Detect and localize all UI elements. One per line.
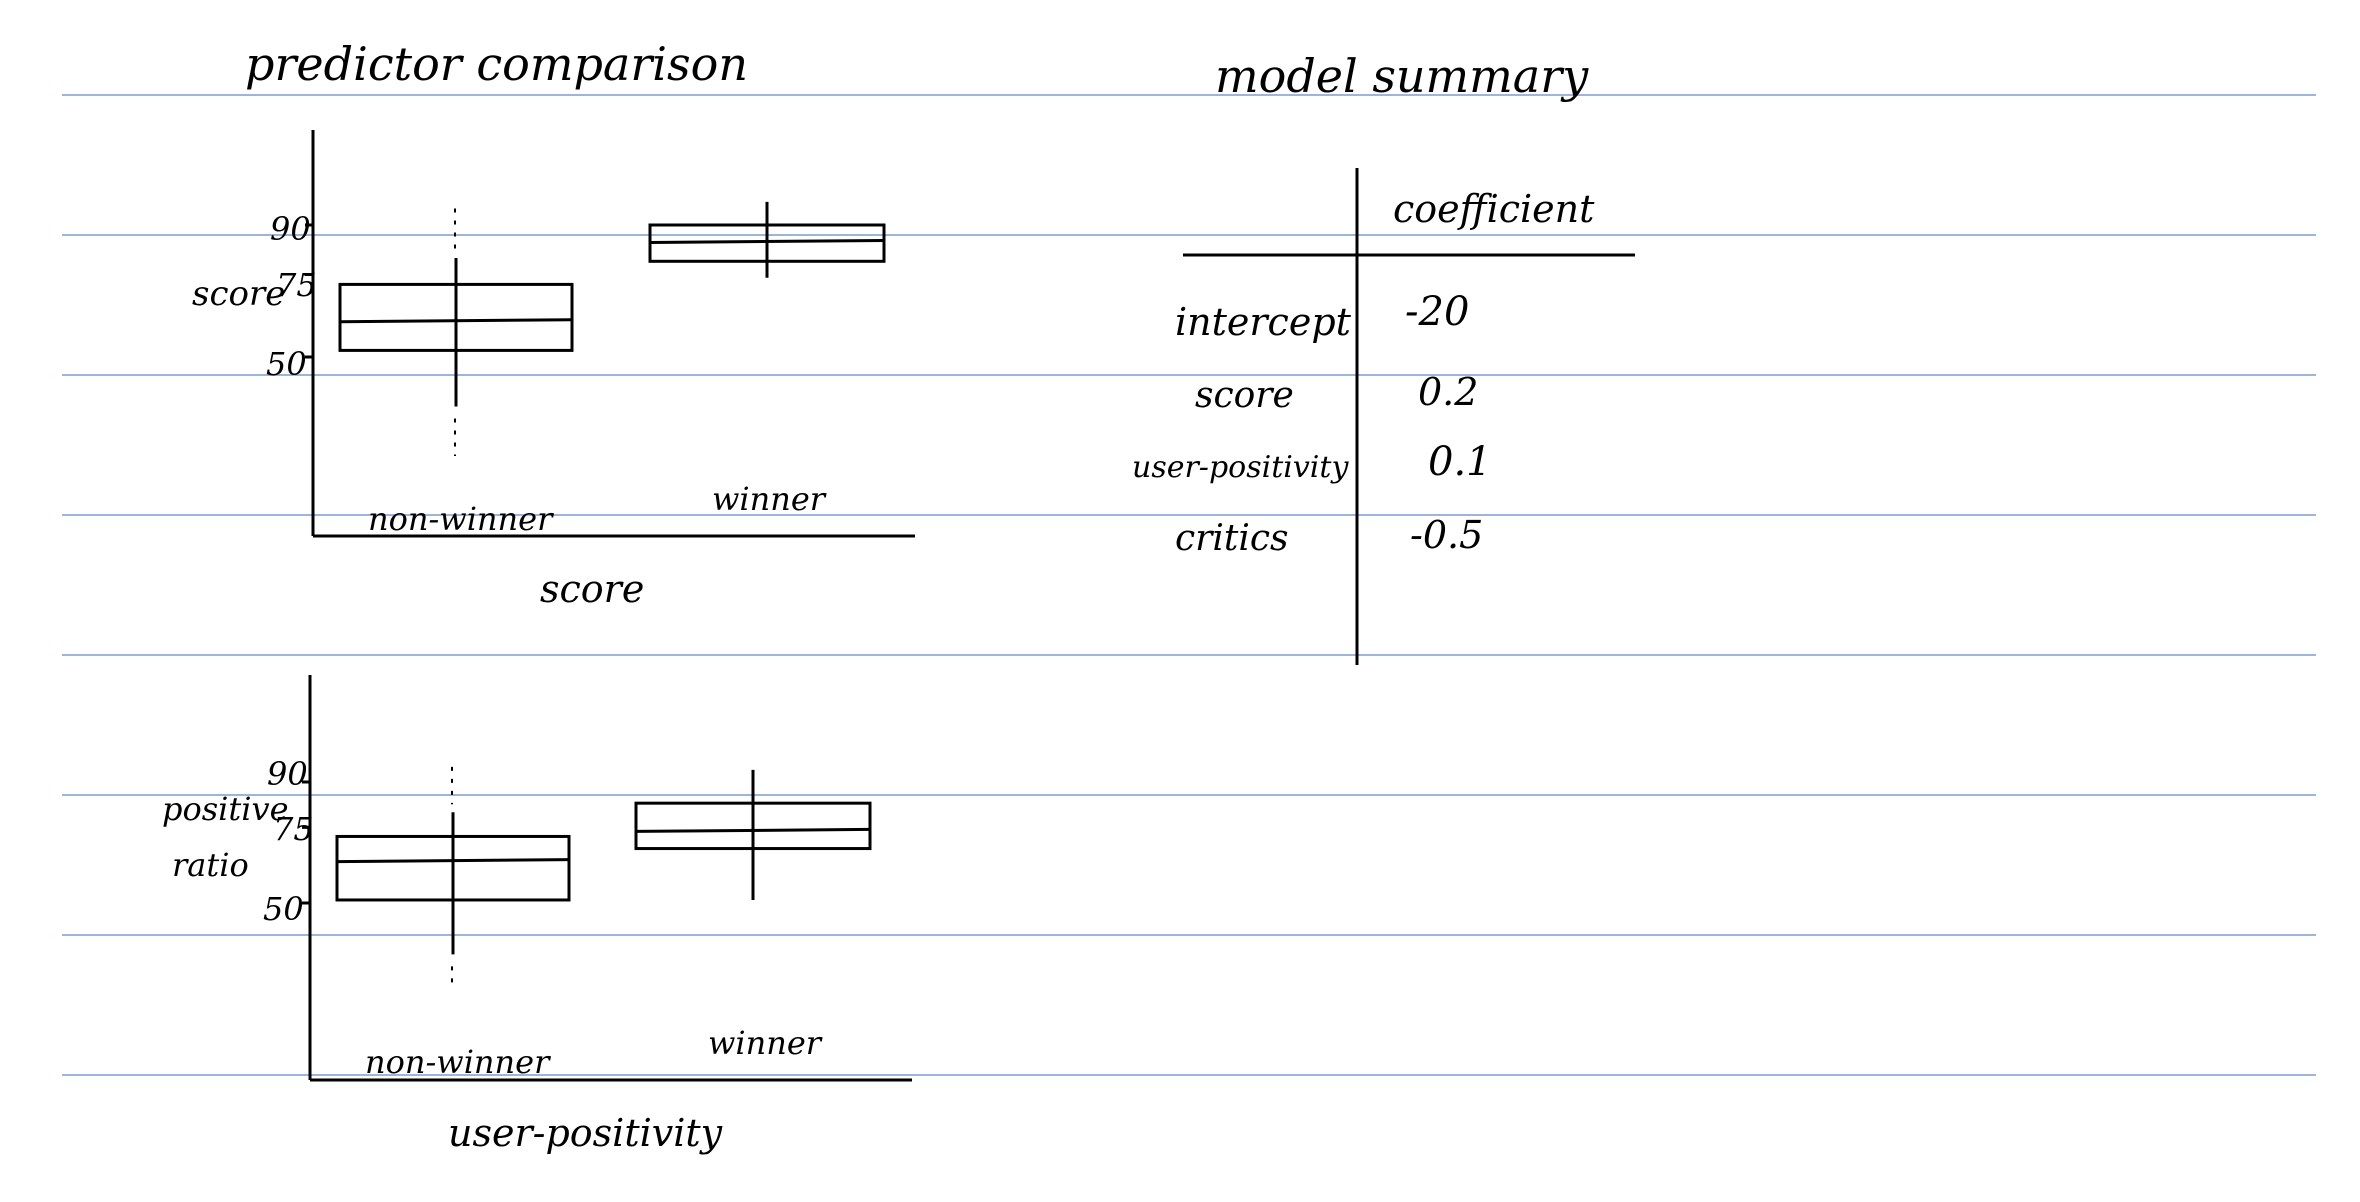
chart1-median-winner <box>649 239 885 244</box>
chart2-box-non-winner <box>335 834 571 902</box>
row-label-user-positivity: user-positivity <box>1132 450 1349 485</box>
coefficient-column-header: coefficient <box>1393 187 1595 231</box>
row-value-critics: -0.5 <box>1410 513 1483 557</box>
chart1-category-label-non-winner: non-winner <box>368 500 554 538</box>
chart1-median-non-winner <box>339 318 573 324</box>
page-title: predictor comparison <box>245 37 748 91</box>
chart1-tick-label-75: 75 <box>276 266 317 304</box>
chart1-y-axis-label: score <box>192 274 285 314</box>
chart2-median-winner <box>635 827 871 833</box>
chart2-category-label-non-winner: non-winner <box>365 1043 551 1081</box>
chart2-category-label-winner: winner <box>708 1024 823 1062</box>
row-value-score: 0.2 <box>1418 370 1478 414</box>
row-value-intercept: -20 <box>1405 289 1469 335</box>
score-boxplot: score score non-winner winner 50 75 90 <box>192 130 915 611</box>
chart1-x-axis-label: score <box>540 567 644 611</box>
notebook-rules <box>62 94 2316 1076</box>
chart2-x-axis-label: user-positivity <box>448 1111 723 1155</box>
row-label-critics: critics <box>1175 518 1289 559</box>
row-label-score: score <box>1195 375 1294 416</box>
row-label-intercept: intercept <box>1175 300 1352 344</box>
chart2-tick-label-90: 90 <box>267 755 308 793</box>
row-value-user-positivity: 0.1 <box>1428 439 1492 485</box>
chart2-box-winner <box>634 801 872 851</box>
chart2-tick-label-75: 75 <box>273 810 314 848</box>
chart1-category-label-winner: winner <box>712 480 827 518</box>
chart2-tick-label-50: 50 <box>263 890 304 928</box>
chart1-box-non-winner <box>338 282 574 352</box>
chart2-marks <box>302 766 872 988</box>
chart1-marks <box>305 201 886 456</box>
chart1-tick-label-50: 50 <box>266 345 307 383</box>
model-summary-table: model summary coefficient intercept -20 … <box>1132 49 1635 665</box>
chart1-tick-label-90: 90 <box>270 210 311 248</box>
model-summary-title: model summary <box>1215 49 1589 103</box>
chart2-median-non-winner <box>336 858 570 864</box>
chart1-box-winner <box>648 223 886 263</box>
